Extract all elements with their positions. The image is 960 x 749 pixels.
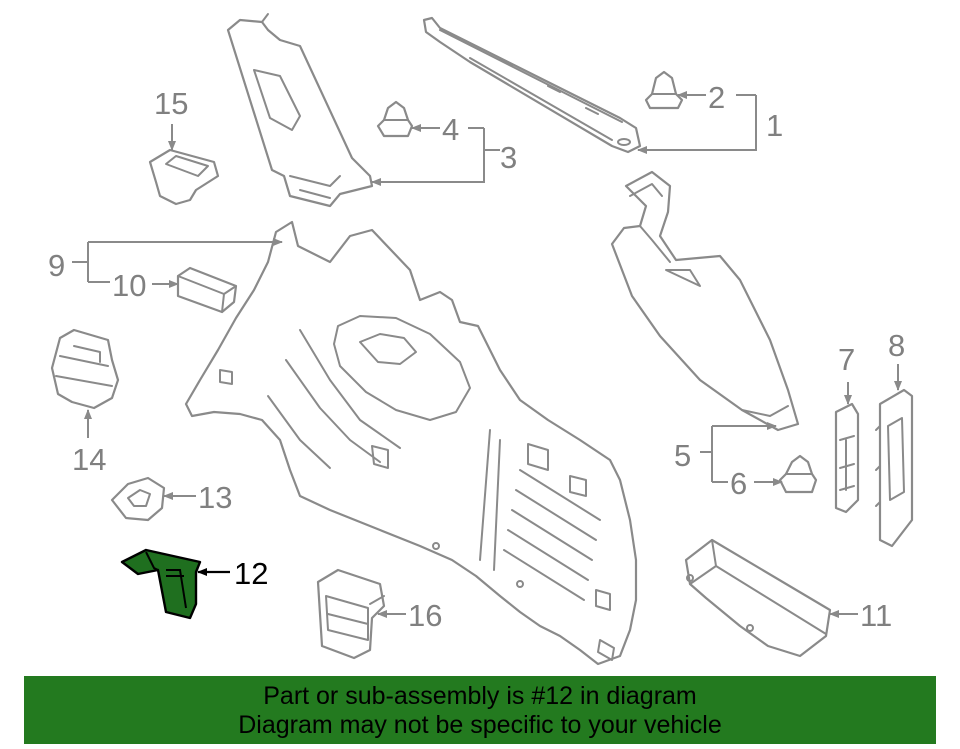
part-10-pad <box>176 266 238 314</box>
callout-6: 6 <box>730 466 747 501</box>
callout-11: 11 <box>860 598 892 633</box>
callout-9: 9 <box>48 248 65 283</box>
part-14-switch <box>50 328 120 410</box>
banner-line-1: Part or sub-assembly is #12 in diagram <box>263 682 697 710</box>
callout-8: 8 <box>888 328 905 363</box>
callout-5: 5 <box>674 438 691 473</box>
part-4-clip <box>376 100 414 138</box>
part-16-vent <box>316 568 386 660</box>
part-7-strip <box>834 402 860 514</box>
banner-line-2: Diagram may not be specific to your vehi… <box>238 711 722 739</box>
part-5-rear-trim <box>610 170 800 432</box>
callout-1: 1 <box>766 108 783 143</box>
parts-diagram: 1 2 3 4 5 6 7 8 9 10 11 12 13 14 15 16 <box>48 13 914 666</box>
callout-13: 13 <box>198 480 232 515</box>
info-banner: Part or sub-assembly is #12 in diagram D… <box>24 676 936 744</box>
callout-10: 10 <box>112 268 146 303</box>
callout-14: 14 <box>72 442 106 477</box>
part-9-quarter-trim-panel <box>184 220 638 666</box>
callout-4: 4 <box>442 112 459 147</box>
callout-16: 16 <box>408 598 442 633</box>
callout-15: 15 <box>154 86 188 121</box>
part-8-panel <box>875 388 914 548</box>
part-13-grommet <box>110 476 166 522</box>
part-6-clip <box>778 454 818 494</box>
part-12-bracket-highlighted <box>120 548 202 620</box>
part-15-bezel <box>148 148 220 206</box>
part-3-pillar-trim <box>226 13 374 208</box>
callout-2: 2 <box>708 80 725 115</box>
callout-labels: 1 2 3 4 5 6 7 8 9 10 11 12 13 14 15 16 <box>48 80 905 633</box>
leader-lines <box>72 91 902 618</box>
callout-3: 3 <box>500 140 517 175</box>
part-11-bracket <box>684 538 832 658</box>
part-2-clip <box>644 70 684 110</box>
callout-7: 7 <box>838 342 855 377</box>
part-1-upper-trim-rail <box>422 16 642 154</box>
callout-12: 12 <box>234 556 268 591</box>
